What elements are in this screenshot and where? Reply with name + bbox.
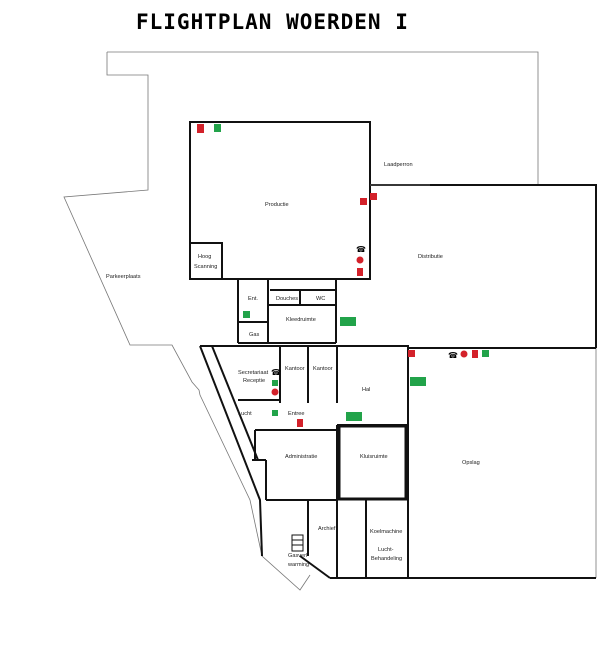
label-gasverwarming-1: Gasverl- (288, 553, 309, 559)
phone-icon: ☎ (448, 351, 458, 360)
first-aid-icon (482, 350, 489, 357)
label-kluisruimte: Kluisruimte (360, 454, 388, 460)
svg-text:Scanning: Scanning (194, 264, 217, 270)
label-archief: Archief (318, 526, 336, 532)
fire-extinguisher-icon (472, 350, 478, 358)
label-secretariaat: Secretariaat (238, 370, 269, 376)
sanitary-block (237, 279, 337, 344)
label-gasverwarming-2: warming (287, 562, 309, 568)
label-entree: Entree (288, 411, 304, 417)
fire-hose-icon (460, 350, 468, 358)
svg-text:Productie: Productie (265, 202, 289, 208)
fire-alarm-icon (360, 198, 367, 205)
label-lucht: Lucht (238, 411, 252, 417)
fire-extinguisher-icon (197, 124, 204, 133)
label-kantoor-1: Kantoor (285, 366, 305, 372)
room-productie[interactable]: Productie (189, 121, 371, 280)
label-koelmachine: Koelmachine (370, 529, 402, 535)
stairs-icon (291, 534, 304, 552)
phone-icon: ☎ (271, 368, 281, 377)
office-wing (199, 345, 596, 579)
fire-extinguisher-icon (297, 419, 303, 427)
plan-title: FLIGHTPLAN WOERDEN I (136, 10, 409, 34)
fire-alarm-icon (408, 350, 415, 357)
fire-extinguisher-icon (357, 268, 363, 276)
label-ent: Ent. (248, 296, 258, 302)
fire-hose-icon (356, 256, 364, 264)
svg-text:Hoog: Hoog (198, 254, 211, 260)
fire-hose-icon (271, 388, 279, 396)
fire-alarm-icon (370, 193, 377, 200)
label-luchtbehandeling-2: Behandeling (371, 556, 402, 562)
label-wc: WC (316, 296, 325, 302)
label-hal: Hal (362, 387, 370, 393)
emergency-exit-icon (346, 412, 362, 421)
label-gas: Gas (249, 332, 259, 338)
label-kantoor-2: Kantoor (313, 366, 333, 372)
phone-icon: ☎ (356, 245, 366, 254)
label-douches: Douches (276, 296, 298, 302)
svg-text:Distributie: Distributie (418, 254, 443, 260)
room-hoog-scanning[interactable]: Hoog Scanning (190, 242, 223, 279)
room-distributie[interactable]: Distributie (370, 184, 597, 348)
first-aid-icon (272, 410, 278, 416)
label-luchtbehandeling-1: Lucht- (378, 547, 394, 553)
first-aid-icon (272, 380, 278, 386)
emergency-exit-icon (410, 377, 426, 386)
label-administratie: Administratie (285, 454, 317, 460)
label-receptie: Receptie (243, 378, 265, 384)
room-kluisruimte[interactable] (337, 424, 408, 501)
first-aid-icon (243, 311, 250, 318)
first-aid-icon (214, 124, 221, 132)
emergency-exit-icon (340, 317, 356, 326)
label-opslag: Opslag (462, 460, 480, 466)
label-parkeerplaats: Parkeerplaats (106, 274, 141, 280)
label-laadperron: Laadperron (384, 162, 413, 168)
label-kleedruimte: Kleedruimte (286, 317, 316, 323)
site-boundary (63, 51, 597, 591)
